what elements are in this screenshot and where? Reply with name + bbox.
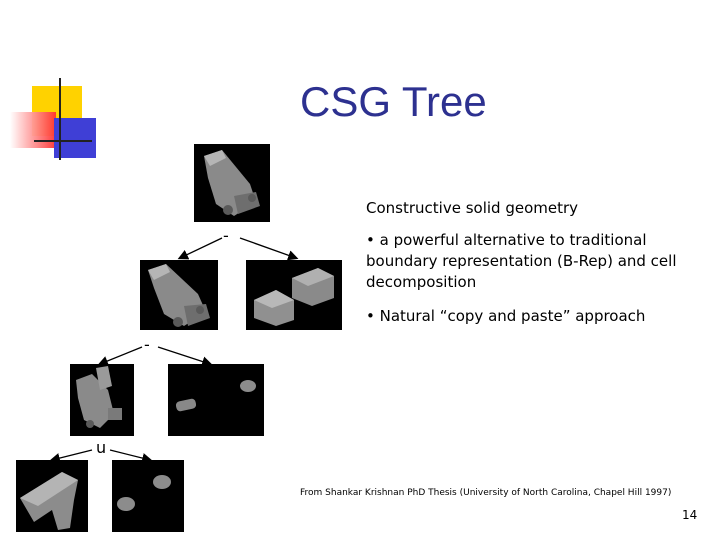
operator-low: u: [96, 438, 107, 457]
render-cylinders: [168, 364, 264, 436]
render-union-result: [70, 364, 134, 436]
operator-root: -: [223, 226, 229, 245]
render-right-child: [246, 260, 342, 330]
operator-mid: -: [144, 335, 150, 354]
edge-root-right: [239, 237, 299, 261]
edge-low-right: [109, 449, 153, 464]
page-number: 14: [682, 508, 698, 522]
decor-vertical-line: [59, 78, 61, 160]
edge-mid-right: [157, 346, 213, 367]
decor-horizontal-line: [34, 140, 92, 142]
edge-low-left: [49, 449, 93, 464]
heading-text: Constructive solid geometry: [366, 199, 579, 217]
edge-mid-left: [97, 346, 143, 366]
bullet-2: • Natural “copy and paste” approach: [366, 307, 646, 325]
render-base-block: [16, 460, 88, 532]
decor-red-square: [10, 112, 56, 148]
slide-title: CSG Tree: [300, 78, 487, 125]
render-left-child: [140, 260, 218, 330]
image-credit: From Shankar Krishnan PhD Thesis (Univer…: [300, 488, 672, 498]
render-base-cylinders: [112, 460, 184, 532]
edge-root-left: [177, 237, 223, 260]
decor-blue-square: [54, 118, 96, 158]
bullet-1: • a powerful alternative to traditional …: [366, 231, 677, 291]
render-final-part: [194, 144, 270, 222]
